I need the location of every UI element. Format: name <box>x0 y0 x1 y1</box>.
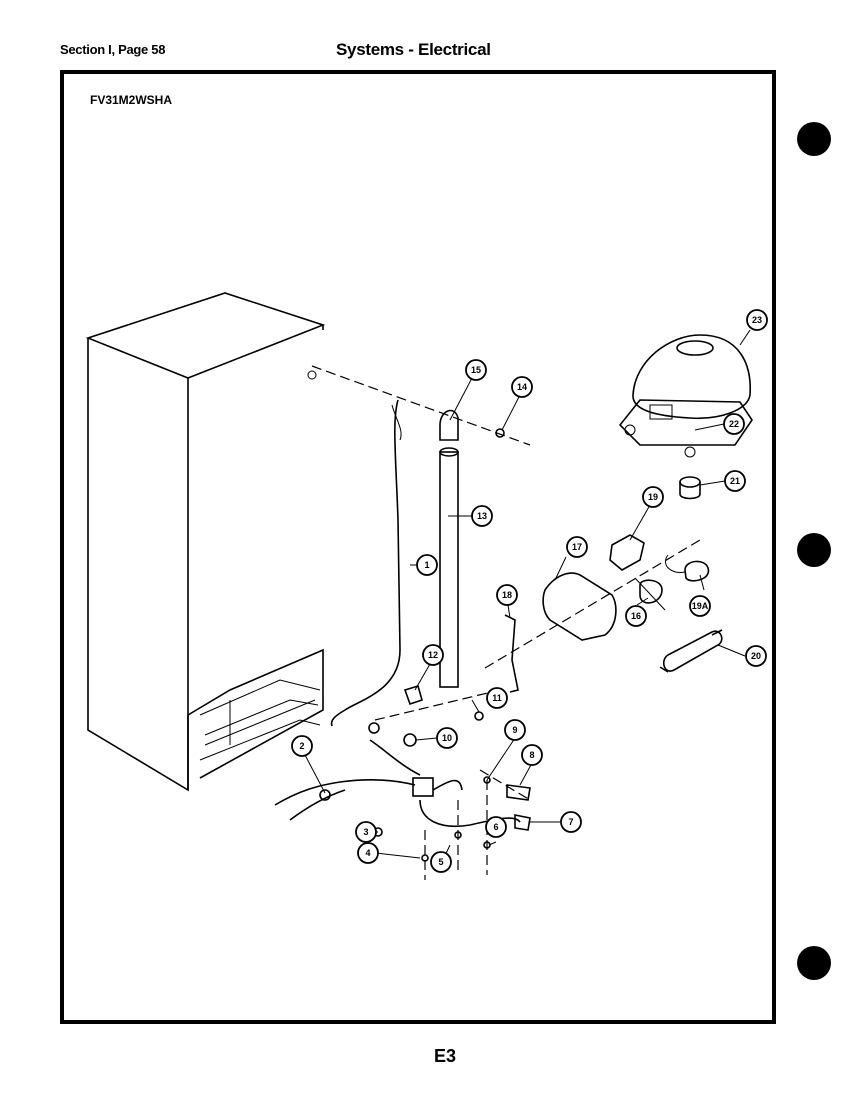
callout-13: 13 <box>471 505 493 527</box>
clip-part <box>403 684 423 706</box>
relay-part <box>609 534 645 571</box>
svg-text:16: 16 <box>631 611 641 621</box>
assembly-line-mid <box>484 539 701 669</box>
leader-lines <box>304 329 751 863</box>
page-title: Systems - Electrical <box>336 40 491 59</box>
cover-part <box>542 572 617 641</box>
callout-3: 3 <box>355 821 377 843</box>
binder-hole-top <box>797 122 831 156</box>
svg-text:19: 19 <box>648 492 658 502</box>
callout-6: 6 <box>485 816 507 838</box>
svg-text:14: 14 <box>517 382 527 392</box>
svg-text:7: 7 <box>568 817 573 827</box>
svg-text:6: 6 <box>493 822 498 832</box>
callout-1: 1 <box>416 554 438 576</box>
overload-part <box>639 579 663 604</box>
callout-21: 21 <box>724 470 746 492</box>
svg-text:11: 11 <box>492 693 502 703</box>
svg-text:22: 22 <box>729 419 739 429</box>
diagram-frame <box>60 70 776 1024</box>
callout-19b: 19A <box>689 595 711 617</box>
section-page-label: Section I, Page 58 <box>60 42 166 57</box>
callout-18: 18 <box>496 584 518 606</box>
callout-10: 10 <box>436 727 458 749</box>
svg-text:13: 13 <box>477 511 487 521</box>
svg-text:17: 17 <box>572 542 582 552</box>
callout-14: 14 <box>511 376 533 398</box>
callout-15: 15 <box>465 359 487 381</box>
drier-part <box>659 629 723 673</box>
svg-text:9: 9 <box>512 725 517 735</box>
callout-8: 8 <box>521 744 543 766</box>
bracket-part <box>504 614 519 693</box>
callout-16: 16 <box>625 605 647 627</box>
page-footer: E3 <box>434 1046 457 1066</box>
svg-text:15: 15 <box>471 365 481 375</box>
callout-4: 4 <box>357 842 379 864</box>
svg-text:5: 5 <box>438 857 443 867</box>
svg-text:10: 10 <box>442 733 452 743</box>
callout-9: 9 <box>504 719 526 741</box>
model-number: FV31M2WSHA <box>90 93 173 107</box>
svg-text:3: 3 <box>363 827 368 837</box>
svg-text:4: 4 <box>365 848 370 858</box>
svg-text:23: 23 <box>752 315 762 325</box>
tube-part <box>439 447 459 688</box>
assembly-line-bracket <box>479 769 531 801</box>
compressor-grommet-part <box>679 476 701 500</box>
elbow-part <box>439 409 459 441</box>
svg-text:18: 18 <box>502 590 512 600</box>
lower-wiring-part <box>274 722 531 862</box>
binder-hole-bottom <box>797 946 831 980</box>
callout-20: 20 <box>745 645 767 667</box>
grommet-part <box>495 428 505 438</box>
callout-5: 5 <box>430 851 452 873</box>
capacitor-part <box>684 560 710 582</box>
callout-2: 2 <box>291 735 313 757</box>
compressor-part <box>618 334 753 458</box>
assembly-line-low <box>374 689 501 721</box>
svg-text:20: 20 <box>751 651 761 661</box>
callout-12: 12 <box>422 644 444 666</box>
assembly-line-top <box>311 365 531 446</box>
callout-17: 17 <box>566 536 588 558</box>
wire-harness-part <box>330 399 401 727</box>
svg-text:1: 1 <box>424 560 429 570</box>
callout-19: 19 <box>642 486 664 508</box>
svg-text:12: 12 <box>428 650 438 660</box>
callout-22: 22 <box>723 413 745 435</box>
callout-7: 7 <box>560 811 582 833</box>
binder-hole-middle <box>797 533 831 567</box>
callout-23: 23 <box>746 309 768 331</box>
svg-text:2: 2 <box>299 741 304 751</box>
cabinet-drawing <box>85 292 326 792</box>
callout-11: 11 <box>486 687 508 709</box>
svg-text:19A: 19A <box>692 601 709 611</box>
svg-text:8: 8 <box>529 750 534 760</box>
svg-text:21: 21 <box>730 476 740 486</box>
